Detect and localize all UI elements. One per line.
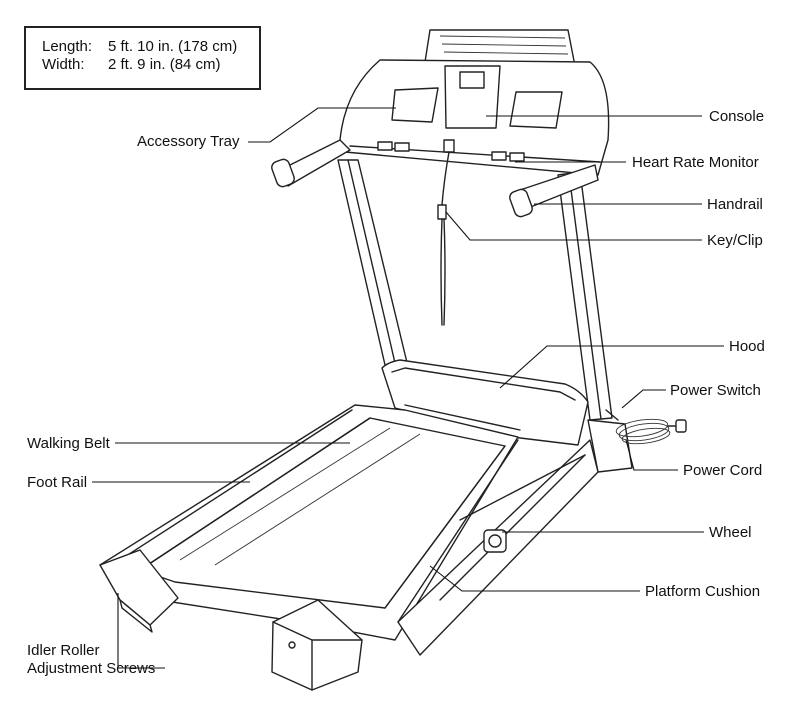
leader-key-clip <box>445 211 702 241</box>
leader-power-switch <box>621 389 666 409</box>
rear-cap-left <box>99 549 179 633</box>
width-value: 2 ft. 9 in. (84 cm) <box>108 56 221 73</box>
transport-wheel <box>483 529 507 553</box>
width-label: Width: <box>42 56 85 73</box>
length-row: Length: 5 ft. 10 in. (178 cm) <box>42 38 259 56</box>
upright-left <box>337 159 411 379</box>
label-platform-cushion: Platform Cushion <box>645 583 761 600</box>
safety-key-cord <box>437 151 450 326</box>
dimensions-box: Length: 5 ft. 10 in. (178 cm) Width: 2 f… <box>24 26 261 90</box>
label-heart-rate-monitor: Heart Rate Monitor <box>632 154 759 171</box>
label-wheel: Wheel <box>709 524 752 541</box>
label-power-switch: Power Switch <box>670 382 761 399</box>
leader-power-cord <box>625 439 678 471</box>
upright-right <box>557 171 613 421</box>
label-power-cord: Power Cord <box>683 462 763 479</box>
console-assembly <box>339 29 610 176</box>
label-console: Console <box>709 108 765 125</box>
label-hood: Hood <box>729 338 765 355</box>
power-cord <box>605 409 687 445</box>
length-label: Length: <box>42 38 93 55</box>
leader-hood <box>499 345 724 389</box>
deck <box>99 404 519 641</box>
handrail-left <box>271 139 351 188</box>
label-accessory-tray: Accessory Tray <box>137 133 240 150</box>
motor-hood <box>381 359 589 446</box>
leader-lines <box>92 107 724 669</box>
handrail-right <box>509 164 599 218</box>
rear-cap-right <box>271 599 363 691</box>
leader-platform-cushion <box>429 565 640 592</box>
label-idler-roller-line2: Adjustment Screws <box>27 660 156 677</box>
label-key-clip: Key/Clip <box>707 232 763 249</box>
label-handrail: Handrail <box>707 196 763 213</box>
right-base-housing <box>587 419 633 473</box>
leader-idler-roller <box>117 593 165 669</box>
label-foot-rail: Foot Rail <box>27 474 88 491</box>
label-walking-belt: Walking Belt <box>27 435 110 452</box>
label-idler-roller-line1: Idler Roller <box>27 642 100 659</box>
length-value: 5 ft. 10 in. (178 cm) <box>108 38 238 55</box>
leader-accessory-tray <box>248 107 396 143</box>
width-row: Width: 2 ft. 9 in. (84 cm) <box>42 56 259 74</box>
